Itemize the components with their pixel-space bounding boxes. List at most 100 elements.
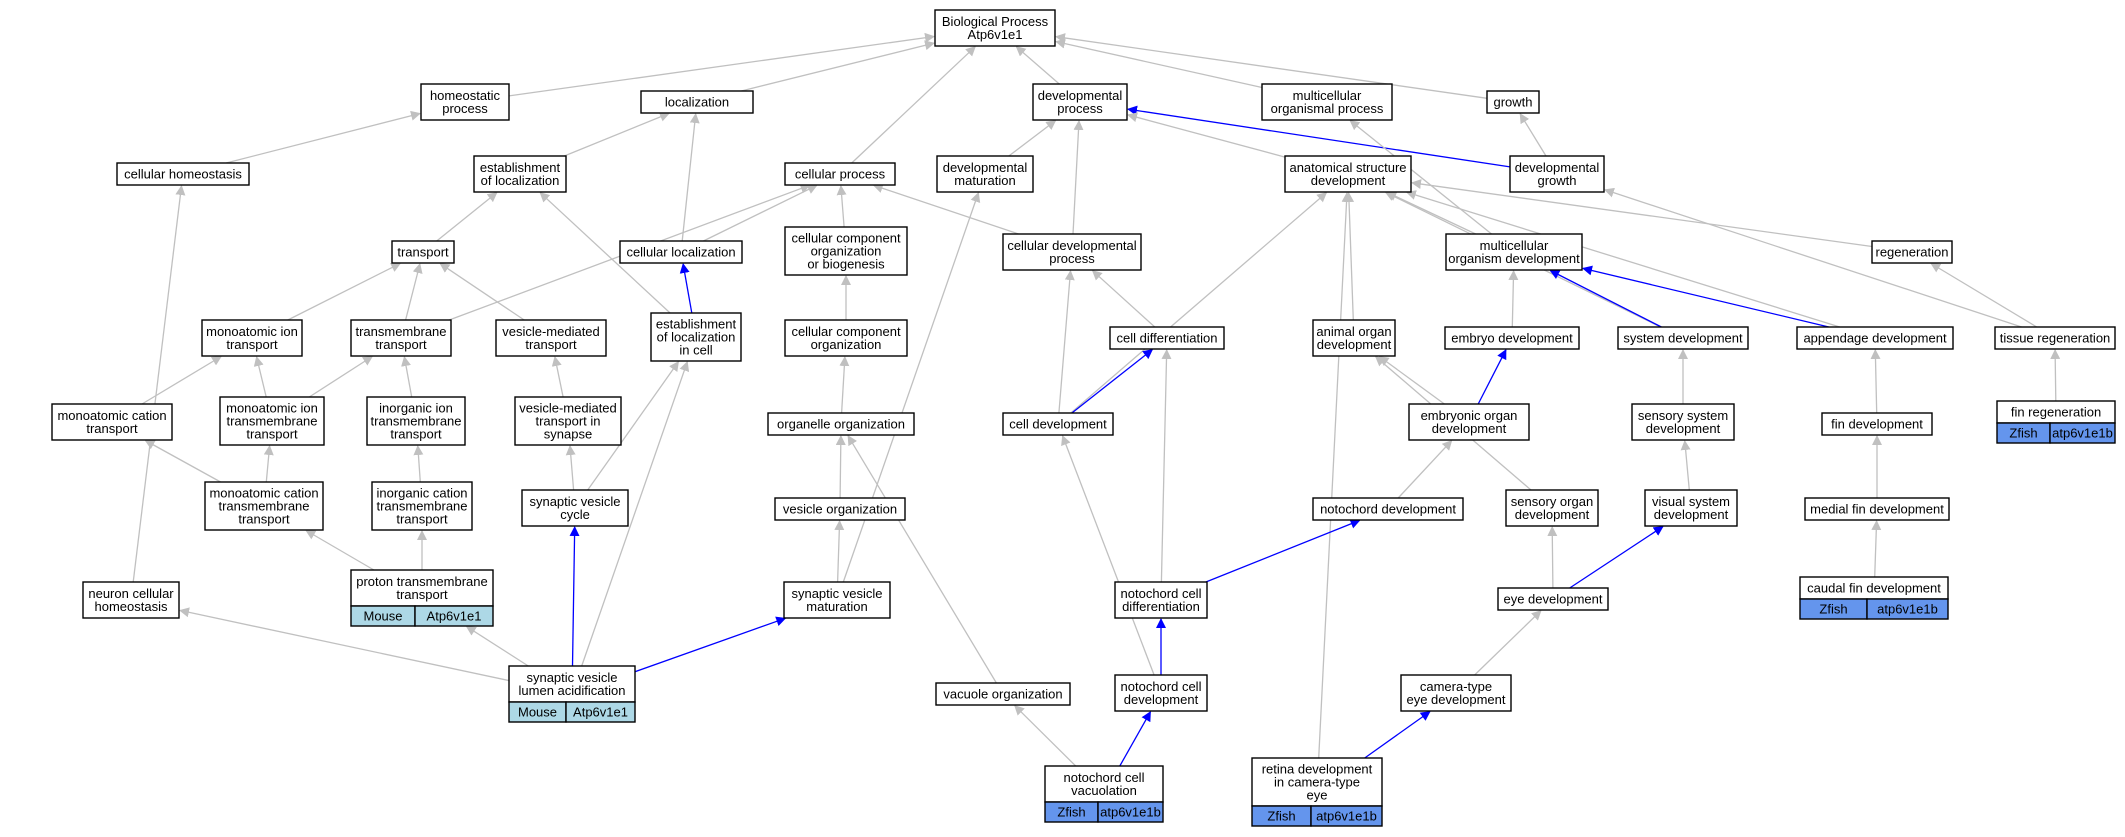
node-label-line: transport [375, 337, 427, 352]
node-medfin[interactable]: medial fin development [1804, 497, 1950, 521]
node-label-line: vesicle organization [783, 502, 897, 517]
edge-devmat-to-devproc [1008, 119, 1057, 157]
edge-transport-to-estloc [436, 191, 498, 242]
edge-visdev-to-sensys [1680, 440, 1691, 491]
node-box [391, 240, 455, 264]
node-cellloc[interactable]: cellular localization [619, 240, 743, 264]
node-embryo[interactable]: embryo development [1444, 326, 1580, 350]
node-box [514, 396, 622, 446]
node-notodev[interactable]: notochord development [1312, 497, 1464, 521]
edge-appdev-to-multidev [1582, 265, 1829, 328]
edge-synvesmat-to-vesorg [834, 520, 845, 583]
node-regen[interactable]: regeneration [1871, 240, 1953, 264]
node-sysdev[interactable]: system development [1617, 326, 1749, 350]
node-label-line: eye development [1406, 692, 1505, 707]
node-celldiff[interactable]: cell differentiation [1109, 326, 1225, 350]
node-tissregen[interactable]: tissue regeneration [1994, 326, 2116, 350]
edge-synveslum-to-protontm [465, 625, 529, 667]
node-findev[interactable]: fin development [1821, 412, 1933, 436]
node-label-line: inorganic cation [376, 486, 467, 501]
node-label-line: transmembrane [376, 499, 467, 514]
node-box [1109, 326, 1225, 350]
node-box [508, 665, 636, 703]
node-label-line: lumen acidification [519, 683, 626, 698]
node-label-line: vesicle-mediated [502, 324, 600, 339]
node-box [1408, 403, 1530, 441]
node-localization[interactable]: localization [640, 90, 754, 114]
edge-notocelldev-to-celldev [1061, 434, 1155, 676]
node-box [420, 83, 510, 121]
node-eyedev[interactable]: eye development [1497, 587, 1609, 611]
edge-embryoorg-to-embryo [1477, 349, 1507, 405]
node-appdev[interactable]: appendage development [1796, 326, 1954, 350]
node-label-line: transport [396, 512, 448, 527]
node-cellproc[interactable]: cellular process [784, 162, 896, 186]
node-cellhomeo[interactable]: cellular homeostasis [116, 162, 250, 186]
edge-cellloc-to-localization [681, 113, 700, 242]
node-box [1871, 240, 1953, 264]
node-vacorg[interactable]: vacuole organization [935, 682, 1071, 706]
node-box [1444, 326, 1580, 350]
node-orgorg[interactable]: organelle organization [767, 412, 915, 436]
node-label-line: anatomical structure [1289, 160, 1406, 175]
node-transport[interactable]: transport [391, 240, 455, 264]
node-box [1261, 83, 1393, 121]
node-growth[interactable]: growth [1486, 90, 1540, 114]
node-box [1505, 489, 1599, 527]
node-box [521, 489, 629, 527]
edge-anat-to-devproc [1127, 112, 1286, 158]
node-label-line: embryo development [1451, 331, 1573, 346]
gene-cell: atp6v1e1b [2052, 426, 2113, 441]
node-box [204, 481, 324, 531]
node-label-line: establishment [656, 317, 737, 332]
species-cell: Zfish [2009, 426, 2037, 441]
node-vesorg[interactable]: vesicle organization [774, 497, 906, 521]
node-celldev[interactable]: cell development [1002, 412, 1114, 436]
node-label-line: organization [811, 244, 882, 259]
species-cell: Mouse [363, 609, 402, 624]
node-label-line: cellular process [795, 167, 886, 182]
node-box [1312, 319, 1396, 357]
edge-notocelldiff-to-celldiff [1160, 349, 1172, 583]
